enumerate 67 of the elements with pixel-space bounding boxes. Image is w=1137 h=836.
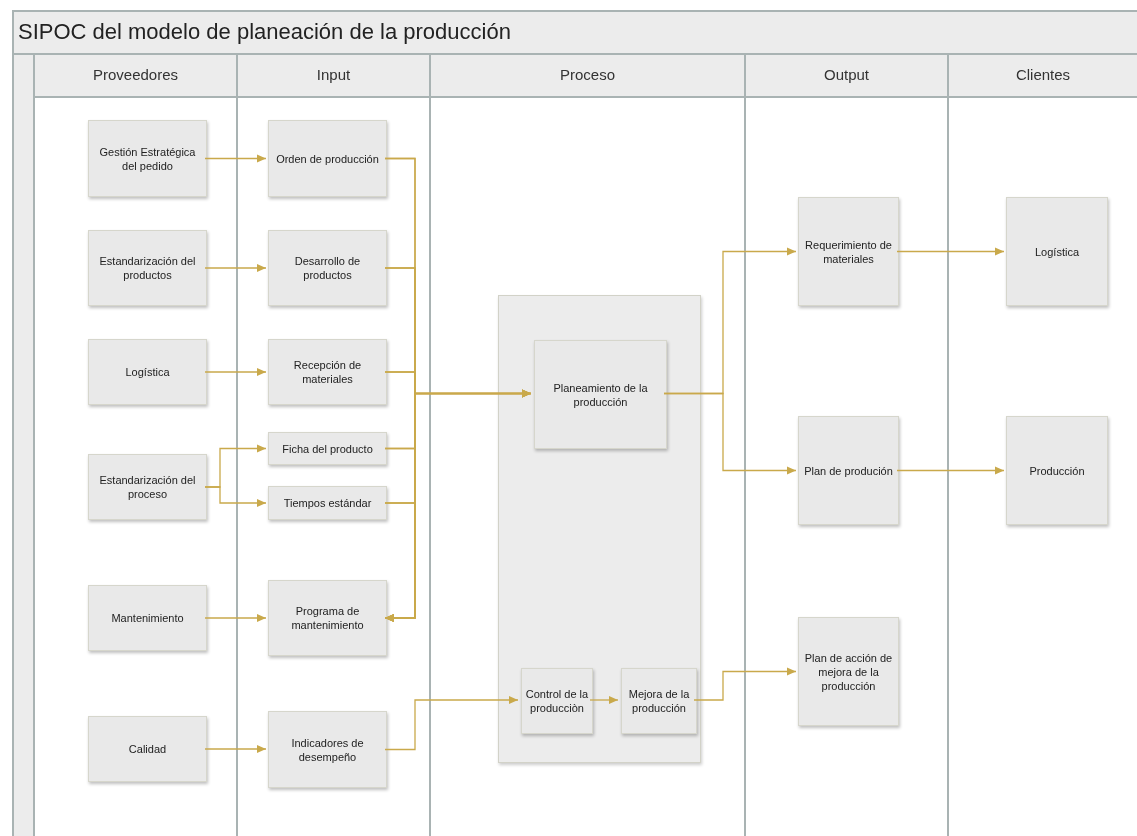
arrow [896,466,1005,475]
box-label: Logística [1035,244,1079,259]
box-label: Gestión Estratégica del pedido [98,144,197,173]
process-box [268,711,387,788]
box-label: Orden de producción [276,151,379,166]
lane-header: Proveedores [35,55,236,98]
arrow [663,392,797,475]
box-label: Mejora de la producción [627,687,691,715]
arrow [204,368,267,376]
swimlane [744,55,947,836]
process-box [88,716,207,782]
box-label: Indicadores de desempeño [290,735,365,764]
box-label: Programa de mantenimiento [290,604,365,632]
box-label: Estandarización del productos [98,254,197,282]
arrow [384,502,416,622]
process-box [268,580,387,656]
box-label: Desarrollo de productos [293,254,362,282]
process-box [88,120,207,197]
swimlane [33,55,236,836]
box-label: Estandarización del proceso [98,473,197,501]
box-label: Logística [125,365,170,379]
box-label: Calidad [128,742,167,756]
box-label: Plan de acción de mejora de la producción [803,650,894,693]
arrow [384,696,519,751]
lane-header: Input [238,55,429,98]
process-box [534,340,667,449]
process-box [268,339,387,405]
process-box [268,432,387,465]
lane-header: Proceso [431,55,744,98]
process-box [1006,416,1108,525]
box-label: Mantenimiento [111,611,184,625]
process-box [88,454,207,520]
swimlane [236,55,429,836]
swimlane [429,55,744,836]
process-box [268,486,387,520]
arrow [204,154,267,163]
arrow [204,614,267,622]
process-box [88,585,207,651]
box-label: Planeamiento de la producción [552,380,649,409]
diagram-title: SIPOC del modelo de planeación de la producción [18,18,511,46]
arrow [204,486,267,507]
lane-header: Clientes [949,55,1137,98]
process-box [798,416,899,525]
process-box [268,230,387,306]
process-box [621,668,697,734]
process-box [268,120,387,197]
process-box [88,339,207,405]
box-label: Control de la producciòn [524,687,590,715]
arrow [589,696,619,704]
box-label: Recepción de materiales [292,358,363,386]
process-box [521,668,593,734]
arrow [204,264,267,272]
box-label: Plan de produción [804,463,893,478]
arrow [204,745,267,753]
process-box [798,197,899,306]
arrow [693,667,797,701]
box-label: Producción [1029,463,1085,478]
box-label: Requerimiento de materiales [804,237,893,266]
process-box [798,617,899,726]
process-box [1006,197,1108,306]
lane-header: Output [746,55,947,98]
swimlane [947,55,1137,836]
process-group-box [498,295,701,763]
box-label: Tiempos estándar [283,496,372,510]
box-label: Ficha del producto [282,441,373,456]
arrow [896,247,1005,256]
process-box [88,230,207,306]
